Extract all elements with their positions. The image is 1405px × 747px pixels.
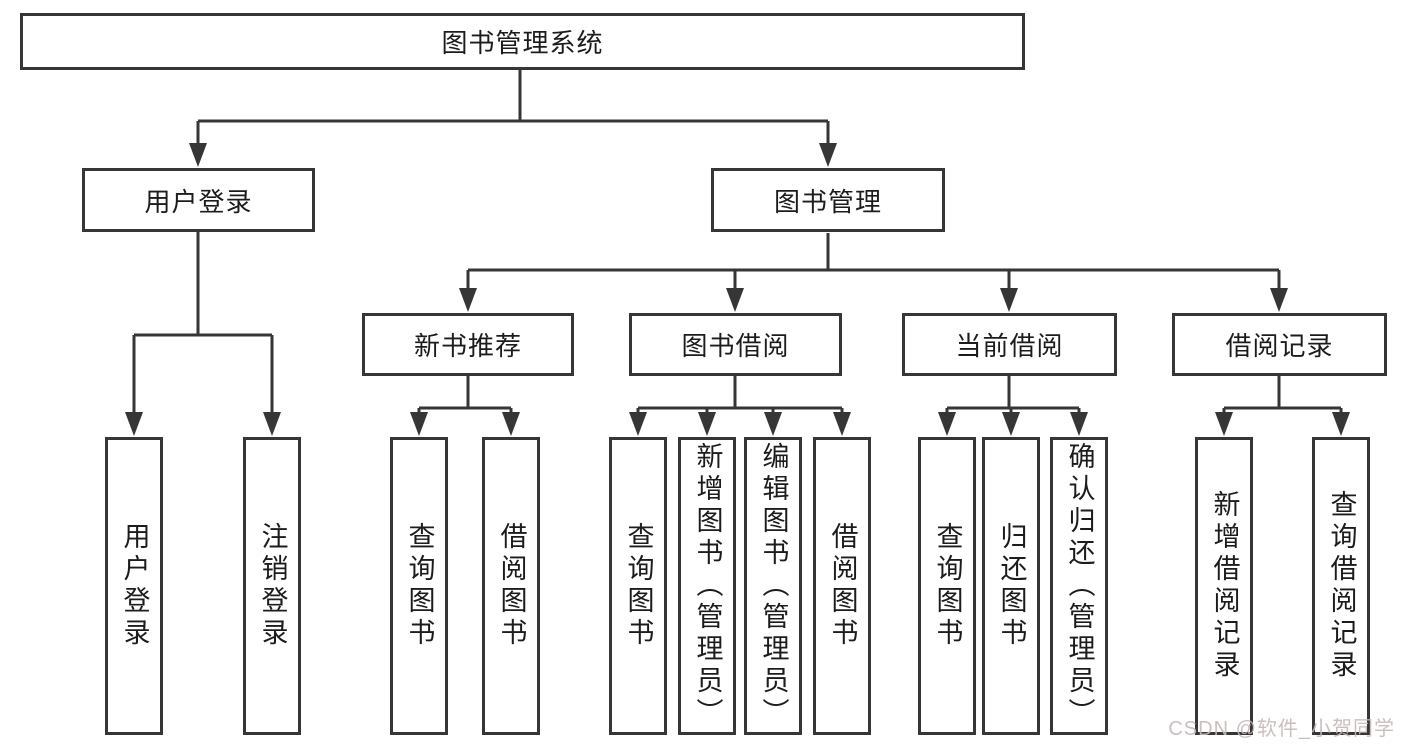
leaf-add-borrow-record: 新增借阅记录 xyxy=(1195,437,1253,735)
node-library-management-system: 图书管理系统 xyxy=(20,13,1025,70)
node-current-borrow: 当前借阅 xyxy=(902,313,1117,376)
leaf-label: 借阅图书 xyxy=(496,522,527,650)
leaf-user-login: 用户登录 xyxy=(105,437,163,735)
leaf-label: 用户登录 xyxy=(119,522,150,650)
leaf-label: 归还图书 xyxy=(996,522,1027,650)
leaf-query-book-current: 查询图书 xyxy=(918,437,976,735)
node-label: 用户登录 xyxy=(144,186,253,217)
leaf-edit-book-admin: 编辑图书（管理员） xyxy=(744,437,802,735)
leaf-label: 查询借阅记录 xyxy=(1326,490,1357,682)
node-label: 图书管理 xyxy=(773,186,882,217)
leaf-label: 查询图书 xyxy=(623,522,654,650)
leaf-query-book-recommend: 查询图书 xyxy=(390,437,448,735)
node-book-management: 图书管理 xyxy=(711,168,945,232)
leaf-label: 查询图书 xyxy=(404,522,435,650)
leaf-query-borrow-record: 查询借阅记录 xyxy=(1312,437,1370,735)
leaf-logout: 注销登录 xyxy=(243,437,301,735)
leaf-borrow-book-recommend: 借阅图书 xyxy=(482,437,540,735)
leaf-add-book-admin: 新增图书（管理员） xyxy=(678,437,736,735)
leaf-label: 借阅图书 xyxy=(827,522,858,650)
node-book-borrow: 图书借阅 xyxy=(629,313,842,376)
node-label: 新书推荐 xyxy=(413,331,522,361)
node-new-book-recommend: 新书推荐 xyxy=(362,313,574,376)
node-label: 借阅记录 xyxy=(1225,331,1334,361)
leaf-label: 编辑图书（管理员） xyxy=(758,442,789,730)
leaf-return-book: 归还图书 xyxy=(982,437,1040,735)
leaf-borrow-book: 借阅图书 xyxy=(813,437,871,735)
leaf-query-book-borrow: 查询图书 xyxy=(609,437,667,735)
leaf-label: 注销登录 xyxy=(257,522,288,650)
leaf-label: 新增图书（管理员） xyxy=(692,442,723,730)
node-borrow-records: 借阅记录 xyxy=(1172,313,1387,376)
leaf-confirm-return-admin: 确认归还（管理员） xyxy=(1050,437,1108,735)
node-user-login: 用户登录 xyxy=(82,168,315,232)
node-label: 图书管理系统 xyxy=(441,28,604,58)
node-label: 当前借阅 xyxy=(955,331,1064,361)
watermark: CSDN @软件_小贺同学 xyxy=(1168,718,1395,740)
leaf-label: 新增借阅记录 xyxy=(1209,490,1240,682)
leaf-label: 查询图书 xyxy=(932,522,963,650)
leaf-label: 确认归还（管理员） xyxy=(1064,442,1095,730)
node-label: 图书借阅 xyxy=(681,331,790,361)
